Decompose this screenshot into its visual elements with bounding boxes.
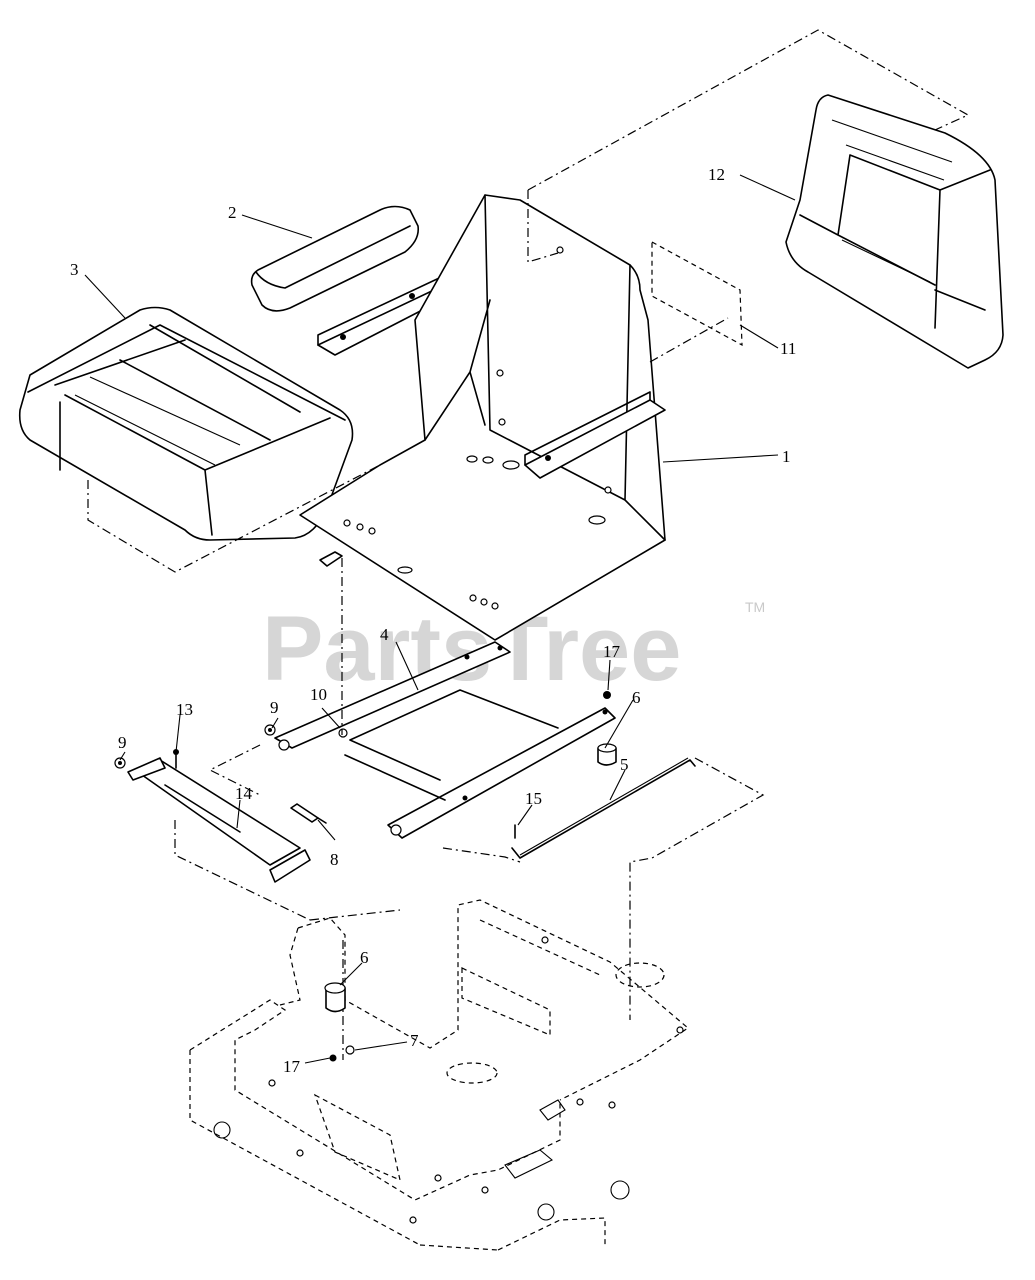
callout-9-right: 9	[270, 698, 279, 717]
part-11-decal-outline	[651, 240, 743, 347]
part-7-washer	[345, 1045, 355, 1055]
callout-9-left: 9	[118, 733, 127, 752]
part-6-bumper-upper	[597, 743, 617, 766]
callout-5: 5	[620, 755, 629, 774]
callout-17-upper: 17	[603, 642, 621, 661]
part-17-nut-lower	[329, 1054, 337, 1062]
callout-14: 14	[235, 784, 253, 803]
part-2-armrest-pad	[250, 205, 420, 312]
callout-15: 15	[525, 789, 542, 808]
part-3-seat-cushion	[18, 306, 354, 541]
callout-8: 8	[330, 850, 339, 869]
callout-3: 3	[70, 260, 79, 279]
callout-12: 12	[708, 165, 725, 184]
callout-10: 10	[310, 685, 327, 704]
callout-leaders	[84, 174, 796, 1064]
callout-numbers: 1 2 3 4 5 6 6 7 8 9 9 10 11 12 13 14 15 …	[70, 165, 796, 1076]
callout-7: 7	[410, 1031, 419, 1050]
callout-2: 2	[228, 203, 237, 222]
watermark-trademark: TM	[745, 599, 765, 615]
callout-11: 11	[780, 339, 796, 358]
part-5-adjust-rod	[511, 757, 696, 859]
callout-6-upper: 6	[632, 688, 641, 707]
part-8-bolt	[290, 803, 327, 824]
part-14-latch-bracket	[127, 757, 311, 883]
callout-1: 1	[782, 447, 791, 466]
callout-17-lower: 17	[283, 1057, 301, 1076]
part-6-bumper-lower	[324, 982, 346, 1013]
assembly-leader-lines	[87, 29, 970, 1060]
part-17-nut-upper	[603, 691, 611, 699]
part-1-seat-pan	[299, 194, 666, 641]
callout-4: 4	[380, 625, 389, 644]
mower-chassis-outline	[189, 899, 689, 1251]
part-12-back-cushion	[785, 94, 1004, 369]
callout-6-lower: 6	[360, 948, 369, 967]
callout-13: 13	[176, 700, 193, 719]
